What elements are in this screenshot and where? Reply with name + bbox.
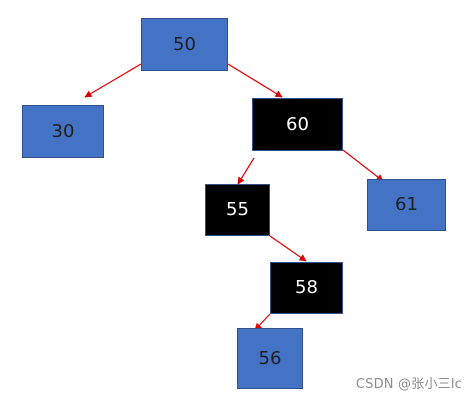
node-label: 58 [295,277,318,298]
csdn-watermark: CSDN @张小三lc [355,377,462,392]
node-label: 55 [226,199,249,220]
tree-node-56: 56 [237,328,303,389]
node-label: 50 [173,33,196,55]
node-label: 56 [258,347,282,369]
edge-60-61 [342,149,384,182]
node-label: 60 [286,113,309,135]
tree-node-60: 60 [252,98,343,151]
edge-60-55 [237,157,255,185]
edge-50-60 [227,63,283,98]
node-label: 30 [51,120,75,142]
tree-node-61: 61 [367,179,446,231]
tree-node-50: 50 [141,18,228,71]
edge-58-56 [254,313,271,331]
tree-node-30: 30 [22,105,104,158]
edge-55-58 [269,235,307,262]
tree-node-58: 58 [270,262,343,314]
node-label: 61 [395,194,418,215]
edge-50-30 [84,63,142,98]
tree-node-55: 55 [205,184,270,236]
